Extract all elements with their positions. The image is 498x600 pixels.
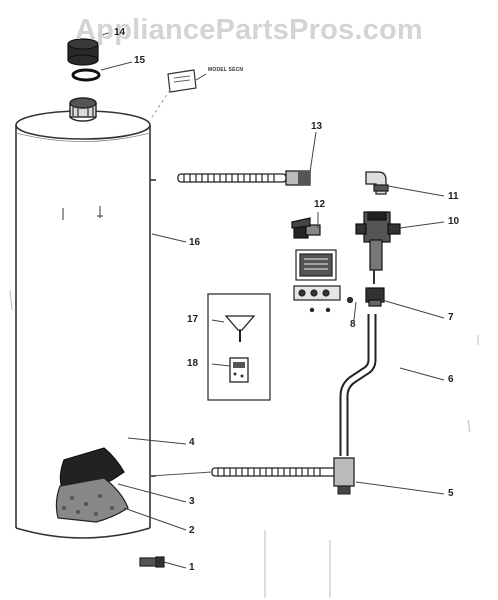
model-plate-label: MODEL SECN (208, 67, 244, 73)
model-plate (149, 69, 207, 121)
callout-4: 4 (189, 437, 195, 448)
callout-18: 18 (187, 358, 199, 369)
o-ring (71, 68, 101, 82)
callout-1: 1 (189, 562, 195, 573)
callout-14: 14 (114, 27, 126, 38)
burner-assembly (149, 457, 355, 495)
instruction-card (293, 249, 354, 313)
parts-inset-box (207, 293, 271, 401)
dip-tube (177, 170, 311, 186)
callout-12: 12 (314, 199, 326, 210)
thermocouple-fitting (291, 217, 321, 239)
callout-6: 6 (448, 374, 454, 385)
callout-3: 3 (189, 496, 195, 507)
leader-lines (97, 31, 445, 569)
compression-nut (365, 287, 385, 307)
callout-7: 7 (448, 312, 454, 323)
gas-control-valve (355, 211, 401, 284)
outer-door-opening (55, 447, 129, 523)
callout-17: 17 (187, 314, 199, 325)
callout-10: 10 (448, 216, 460, 227)
callout-16: 16 (189, 237, 201, 248)
callout-8: 8 (350, 319, 356, 330)
elbow-fitting (365, 171, 389, 195)
scan-marks (9, 289, 479, 598)
baffle-cap (67, 38, 99, 66)
tank-vent-marks (62, 206, 103, 220)
flue-collar (69, 97, 97, 122)
callout-2: 2 (189, 525, 195, 536)
water-heater-tank (15, 110, 156, 539)
callout-15: 15 (134, 55, 146, 66)
drain-valve (139, 556, 165, 568)
callout-11: 11 (448, 191, 459, 202)
callout-5: 5 (448, 488, 454, 499)
callout-13: 13 (311, 121, 323, 132)
